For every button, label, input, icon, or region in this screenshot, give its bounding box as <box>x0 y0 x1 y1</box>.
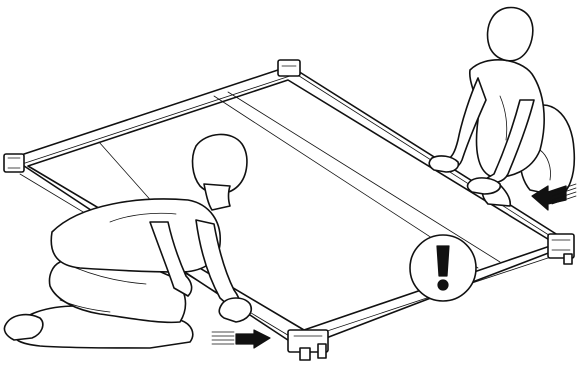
corner-bracket-left <box>4 154 24 172</box>
corner-bracket-top <box>278 60 300 76</box>
corner-bracket-right <box>548 234 574 264</box>
push-arrow-icon <box>212 330 270 348</box>
warning-exclamation-icon <box>410 235 476 301</box>
corner-bracket-bottom <box>288 330 328 360</box>
